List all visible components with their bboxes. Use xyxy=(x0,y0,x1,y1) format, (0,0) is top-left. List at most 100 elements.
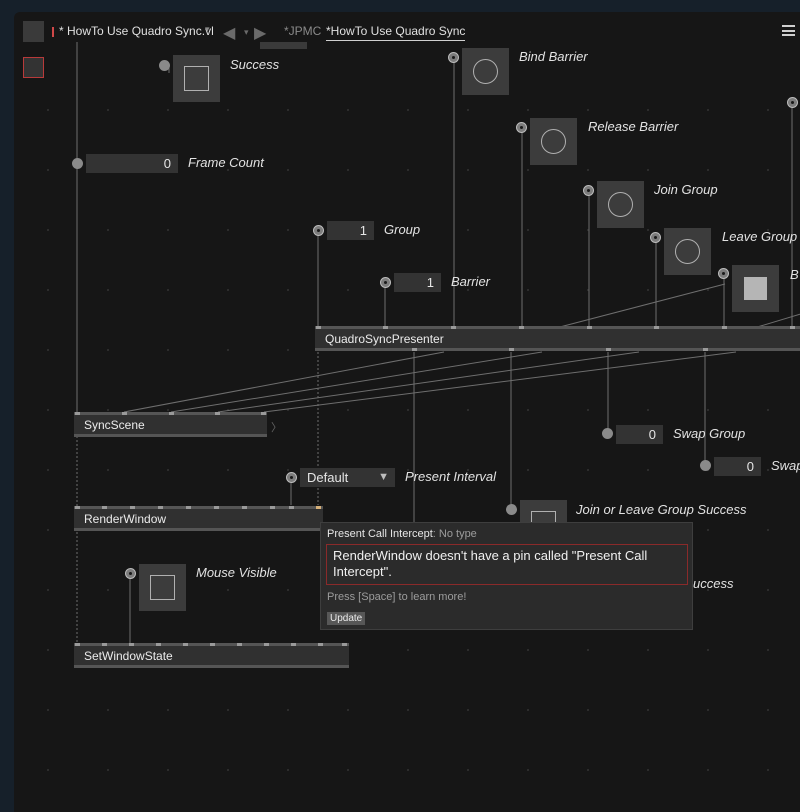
input-pin[interactable] xyxy=(156,643,161,646)
chevron-down-icon[interactable]: ▾ xyxy=(205,24,210,34)
scroll-indicator xyxy=(260,42,307,49)
pin-leave-group[interactable] xyxy=(650,232,661,243)
join-group-bang[interactable] xyxy=(597,181,644,228)
input-pin[interactable] xyxy=(237,643,242,646)
pin-swap-barrier[interactable] xyxy=(700,460,711,471)
pin-group[interactable] xyxy=(313,225,324,236)
pin-mouse-visible[interactable] xyxy=(125,568,136,579)
tab-jpmc[interactable]: *JPMC xyxy=(284,24,322,38)
label-swap-group: Swap Group xyxy=(673,426,746,441)
back-arrow-icon[interactable]: ◀ xyxy=(223,25,236,42)
input-pin[interactable] xyxy=(291,643,296,646)
input-pin[interactable] xyxy=(75,643,80,646)
input-pin[interactable] xyxy=(587,326,592,329)
input-pin[interactable] xyxy=(75,412,80,415)
input-pin[interactable] xyxy=(722,326,727,329)
wire xyxy=(555,283,726,329)
b-toggle[interactable] xyxy=(732,265,779,312)
mouse-visible-toggle[interactable] xyxy=(139,564,186,611)
app-menu-button[interactable] xyxy=(23,21,44,42)
input-pin[interactable] xyxy=(790,326,795,329)
input-pin[interactable] xyxy=(242,506,247,509)
circle-icon xyxy=(473,59,498,84)
label-success: Success xyxy=(230,57,280,72)
chevron-right-icon[interactable]: 〉 xyxy=(271,422,282,434)
pin-b[interactable] xyxy=(718,268,729,279)
success-toggle[interactable] xyxy=(173,55,220,102)
pin-join-leave-success[interactable] xyxy=(506,504,517,515)
input-pin[interactable] xyxy=(210,643,215,646)
pin-release-barrier[interactable] xyxy=(516,122,527,133)
bind-barrier-bang[interactable] xyxy=(462,48,509,95)
node-syncscene[interactable]: SyncScene xyxy=(74,412,267,437)
input-pin[interactable] xyxy=(75,506,80,509)
node-quadrosyncpresenter[interactable]: QuadroSyncPresenter xyxy=(315,326,800,351)
tooltip-pin-type: : No type xyxy=(432,528,477,540)
tooltip-hint: Press [Space] to learn more! xyxy=(327,591,467,603)
input-pin[interactable] xyxy=(261,412,266,415)
pin-offscreen[interactable] xyxy=(787,97,798,108)
input-pin[interactable] xyxy=(383,326,388,329)
input-pin[interactable] xyxy=(316,326,321,329)
group-value[interactable]: 1 xyxy=(327,221,374,240)
pin-bind-barrier[interactable] xyxy=(448,52,459,63)
missing-pin-warning[interactable] xyxy=(316,506,321,509)
input-pin[interactable] xyxy=(270,506,275,509)
input-pin[interactable] xyxy=(289,506,294,509)
input-pin[interactable] xyxy=(169,412,174,415)
circle-icon xyxy=(608,192,633,217)
frame-count-value[interactable]: 0 xyxy=(86,154,178,173)
tab-howto-quadro-sync[interactable]: *HowTo Use Quadro Sync xyxy=(326,24,466,41)
input-pin[interactable] xyxy=(215,412,220,415)
release-barrier-bang[interactable] xyxy=(530,118,577,165)
label-leave-group: Leave Group xyxy=(722,229,798,244)
output-pin[interactable] xyxy=(412,348,417,351)
label-group: Group xyxy=(384,222,421,237)
update-button[interactable]: Update xyxy=(327,612,366,625)
node-setwindowstate[interactable]: SetWindowState xyxy=(74,643,349,668)
output-pin[interactable] xyxy=(509,348,514,351)
pin-swap-group[interactable] xyxy=(602,428,613,439)
present-interval-dropdown[interactable]: Default ▼ xyxy=(300,468,395,487)
input-pin[interactable] xyxy=(102,643,107,646)
input-pin[interactable] xyxy=(342,643,347,646)
output-pin[interactable] xyxy=(703,348,708,351)
leave-group-bang[interactable] xyxy=(664,228,711,275)
toggle-box-red[interactable] xyxy=(23,57,44,78)
pin-success[interactable] xyxy=(159,60,170,71)
label-bind-barrier: Bind Barrier xyxy=(519,49,588,64)
canvas-grid xyxy=(14,62,800,812)
input-pin[interactable] xyxy=(102,506,107,509)
input-pin[interactable] xyxy=(318,643,323,646)
wire xyxy=(217,351,640,413)
input-pin[interactable] xyxy=(183,643,188,646)
input-pin[interactable] xyxy=(654,326,659,329)
barrier-value[interactable]: 1 xyxy=(394,273,441,292)
pin-frame-count[interactable] xyxy=(72,158,83,169)
input-pin[interactable] xyxy=(130,506,135,509)
label-mouse-visible: Mouse Visible xyxy=(196,565,277,580)
input-pin[interactable] xyxy=(129,643,134,646)
swap-group-value[interactable]: 0 xyxy=(616,425,663,444)
swap-barrier-value[interactable]: 0 xyxy=(714,457,761,476)
input-pin[interactable] xyxy=(519,326,524,329)
input-pin[interactable] xyxy=(158,506,163,509)
hamburger-menu-icon[interactable] xyxy=(782,25,795,36)
label-swap-barrier: Swap xyxy=(771,458,800,473)
node-renderwindow[interactable]: RenderWindow xyxy=(74,506,323,531)
output-pin[interactable] xyxy=(606,348,611,351)
input-pin[interactable] xyxy=(264,643,269,646)
document-tab[interactable]: * HowTo Use Quadro Sync.vl xyxy=(59,24,214,38)
input-pin[interactable] xyxy=(451,326,456,329)
pin-barrier[interactable] xyxy=(380,277,391,288)
label-frame-count: Frame Count xyxy=(188,155,264,170)
input-pin[interactable] xyxy=(122,412,127,415)
pin-join-group[interactable] xyxy=(583,185,594,196)
history-dropdown-icon[interactable]: ▾ xyxy=(244,27,249,37)
join-leave-success-toggle[interactable] xyxy=(520,500,567,525)
input-pin[interactable] xyxy=(214,506,219,509)
input-pin[interactable] xyxy=(186,506,191,509)
tooltip-header: Present Call Intercept: No type xyxy=(327,528,477,540)
forward-arrow-icon[interactable]: ▶ xyxy=(254,25,267,42)
pin-present-interval[interactable] xyxy=(286,472,297,483)
